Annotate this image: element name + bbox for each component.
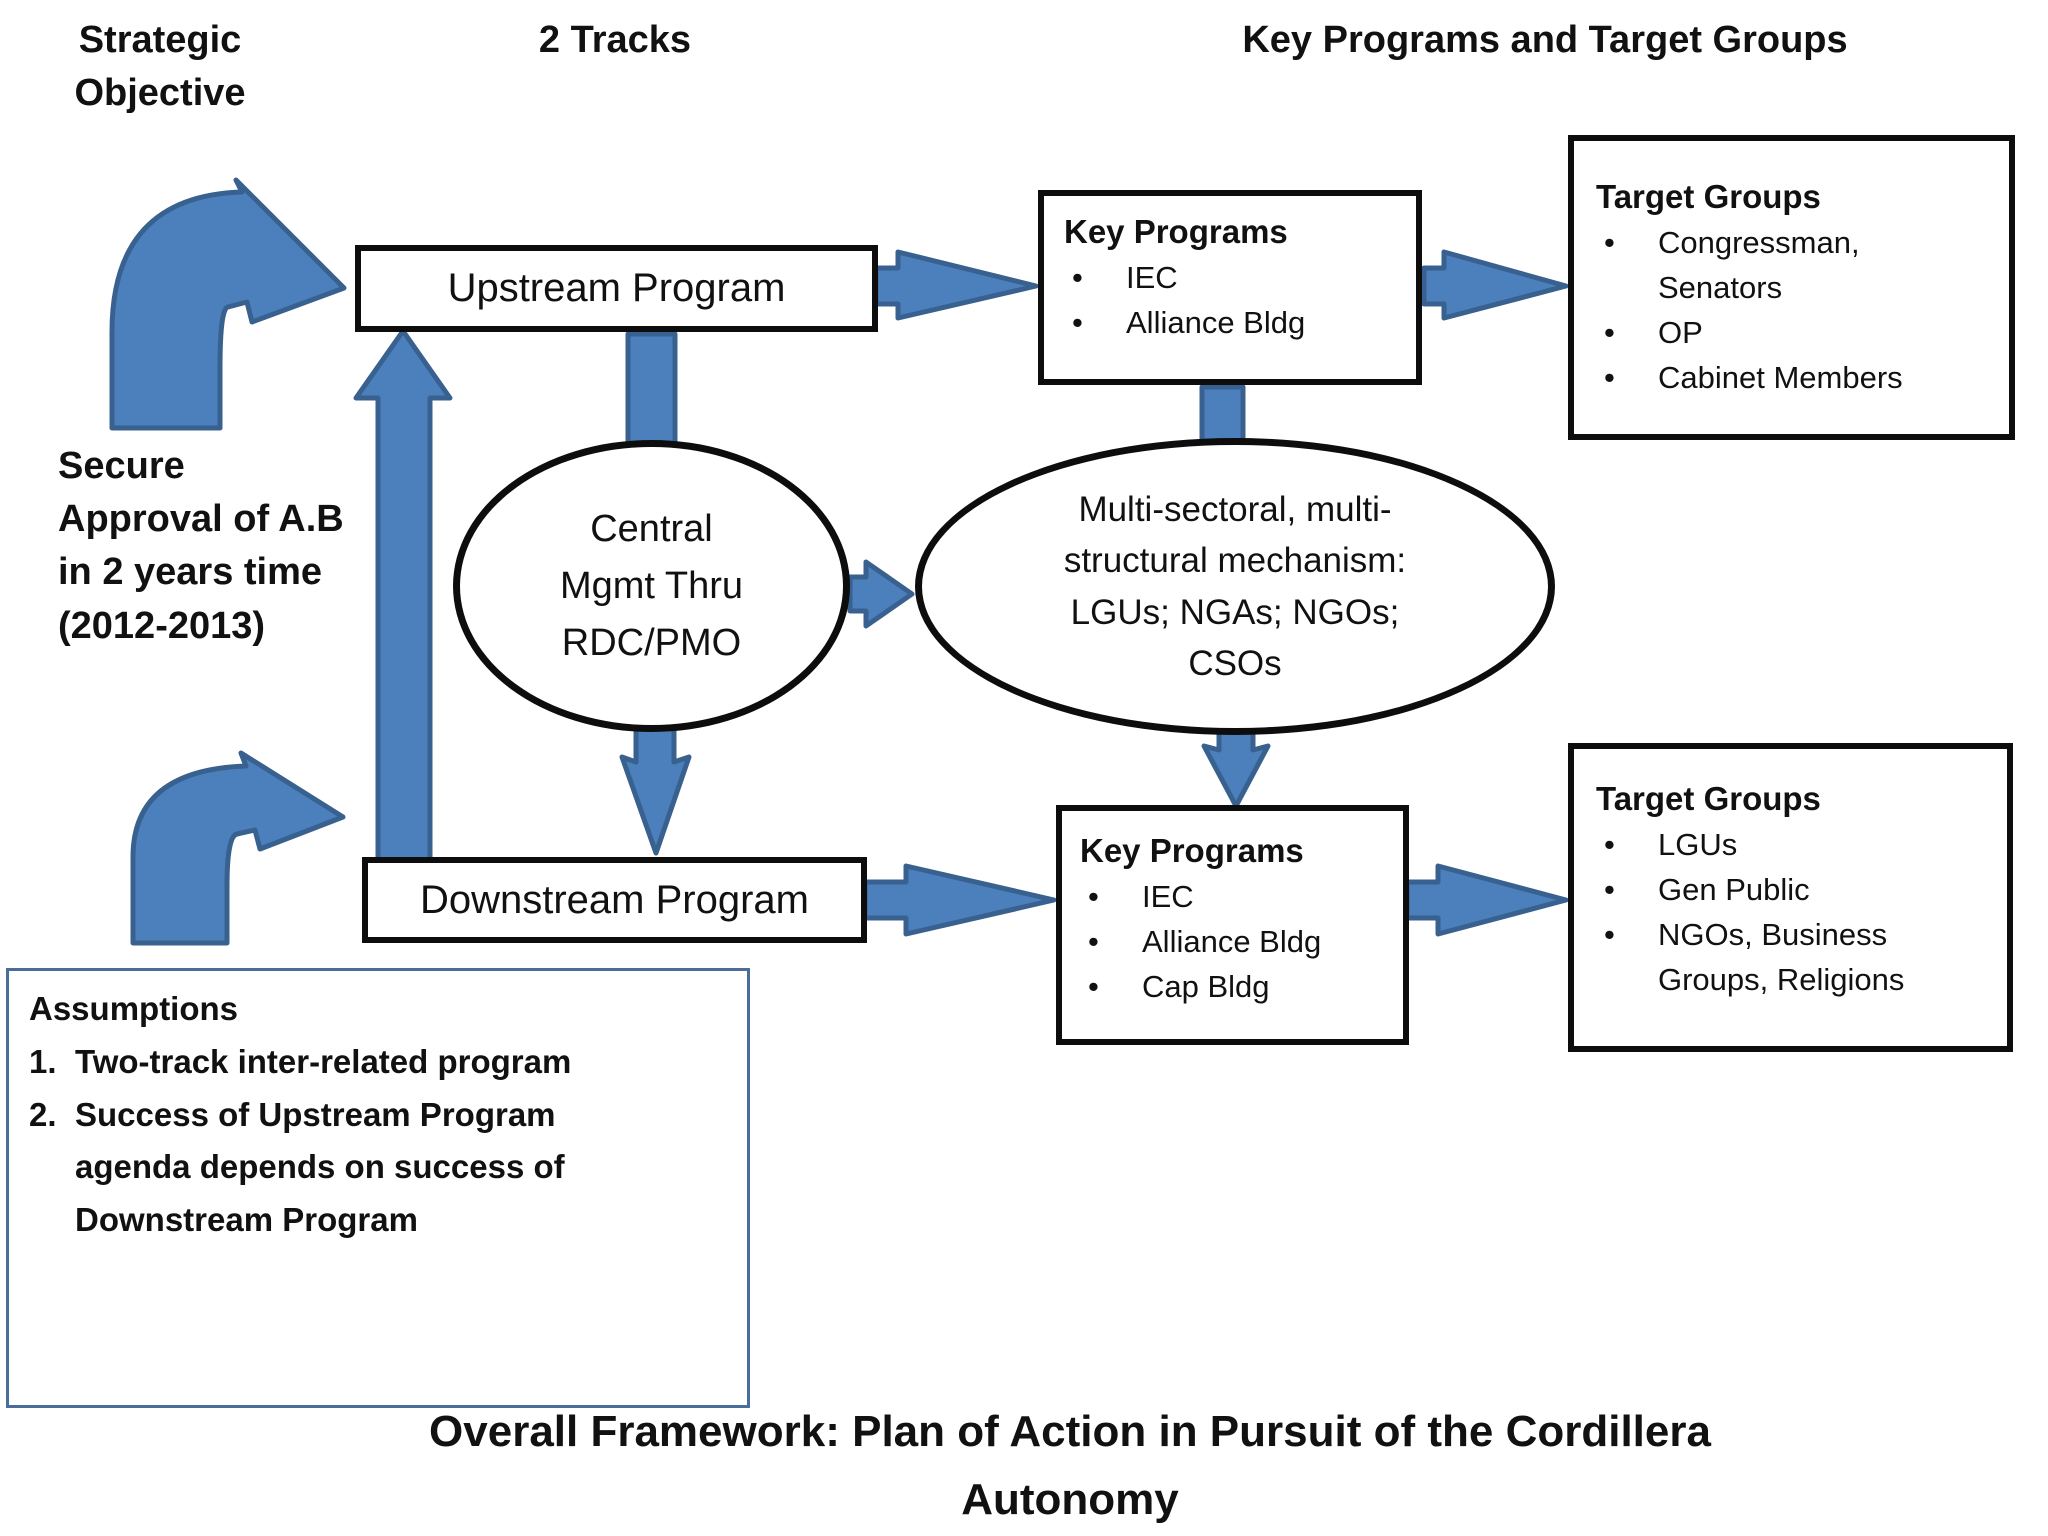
target-groups-upstream-panel: Target Groups • Congressman, Senators • … — [1568, 135, 2015, 440]
assumptions-list: 1. Two-track inter-related program 2. Su… — [29, 1036, 727, 1247]
panel-heading: Key Programs — [1064, 213, 1288, 250]
downstream-program-box: Downstream Program — [362, 857, 867, 943]
list-item: • Cabinet Members — [1596, 356, 1989, 401]
diagram-title: Overall Framework: Plan of Action in Pur… — [429, 1407, 1711, 1525]
assumptions-box: Assumptions 1. Two-track inter-related p… — [6, 968, 750, 1408]
arrow-multisectoral-to-keyprograms — [1201, 725, 1271, 809]
list-item: • Cap Bldg — [1080, 965, 1385, 1010]
panel-heading: Target Groups — [1596, 178, 1821, 215]
downstream-to-upstream-arrow — [353, 328, 453, 863]
central-mgmt-ellipse: Central Mgmt Thru RDC/PMO — [453, 440, 850, 732]
arrow-central-to-multisectoral — [847, 559, 915, 629]
list-item: • Alliance Bldg — [1080, 920, 1385, 965]
arrow-keyprograms-to-targetgroups-top — [1421, 249, 1569, 321]
bullet-icon: • — [1072, 304, 1083, 340]
key-programs-downstream-panel: Key Programs • IEC • Alliance Bldg • Cap… — [1056, 805, 1409, 1045]
key-programs-downstream-list: • IEC • Alliance Bldg • Cap Bldg — [1080, 875, 1385, 1010]
header-two-tracks: 2 Tracks — [538, 19, 692, 61]
central-mgmt-label: Central Mgmt Thru RDC/PMO — [559, 507, 743, 664]
list-item: • NGOs, Business Groups, Religions — [1596, 913, 1987, 1003]
multi-sectoral-label: Multi-sectoral, multi- structural mechan… — [1063, 489, 1407, 683]
upstream-program-box: Upstream Program — [355, 245, 878, 332]
key-programs-upstream-panel: Key Programs • IEC • Alliance Bldg — [1038, 190, 1422, 385]
list-item: • Gen Public — [1596, 868, 1987, 913]
arrow-downstream-to-keyprograms — [862, 863, 1057, 937]
list-item: • OP — [1596, 311, 1989, 356]
arrow-upstream-to-keyprograms — [873, 249, 1039, 321]
bullet-icon: • — [1604, 916, 1615, 952]
assumptions-heading: Assumptions — [29, 990, 239, 1027]
bullet-icon: • — [1604, 826, 1615, 862]
list-item: • Congressman, Senators — [1596, 221, 1989, 311]
bent-arrow-to-upstream — [109, 177, 347, 431]
downstream-program-label: Downstream Program — [419, 877, 809, 922]
list-item: 2. Success of Upstream Program agenda de… — [29, 1095, 565, 1239]
arrow-keyprograms-to-targetgroups-bottom — [1404, 863, 1569, 937]
bullet-icon: • — [1604, 359, 1615, 395]
bullet-icon: • — [1088, 878, 1099, 914]
list-item: • IEC — [1080, 875, 1385, 920]
bullet-icon: • — [1088, 968, 1099, 1004]
list-item: • IEC — [1064, 256, 1396, 301]
bent-arrow-to-downstream — [130, 750, 346, 946]
panel-heading: Key Programs — [1080, 832, 1304, 869]
list-item: 1. Two-track inter-related program — [29, 1042, 572, 1080]
key-programs-upstream-list: • IEC • Alliance Bldg — [1064, 256, 1396, 346]
panel-heading: Target Groups — [1596, 780, 1821, 817]
bullet-icon: • — [1604, 224, 1615, 260]
bullet-icon: • — [1604, 314, 1615, 350]
list-item: • LGUs — [1596, 823, 1987, 868]
list-item: • Alliance Bldg — [1064, 301, 1396, 346]
header-strategic-objective: Strategic Objective — [74, 19, 246, 115]
target-groups-upstream-list: • Congressman, Senators • OP • Cabinet M… — [1596, 221, 1989, 401]
connector-upstream-to-central — [625, 331, 678, 453]
bullet-icon: • — [1604, 871, 1615, 907]
upstream-program-label: Upstream Program — [447, 266, 786, 310]
strategic-objective-note: Secure Approval of A.B in 2 years time (… — [58, 445, 344, 647]
header-key-programs-and-target-groups: Key Programs and Target Groups — [1242, 19, 1848, 61]
target-groups-downstream-panel: Target Groups • LGUs • Gen Public • NGOs… — [1568, 743, 2013, 1052]
bullet-icon: • — [1072, 259, 1083, 295]
multi-sectoral-ellipse: Multi-sectoral, multi- structural mechan… — [915, 438, 1555, 735]
bullet-icon: • — [1088, 923, 1099, 959]
target-groups-downstream-list: • LGUs • Gen Public • NGOs, Business Gro… — [1596, 823, 1987, 1003]
arrow-central-to-downstream — [619, 724, 692, 856]
